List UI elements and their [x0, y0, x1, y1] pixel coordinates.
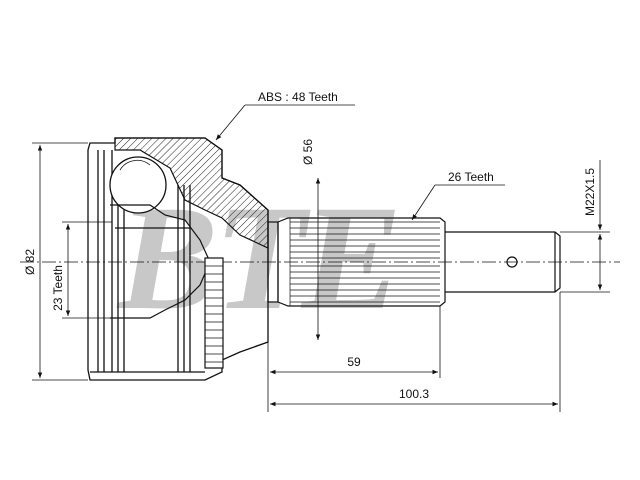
label-overall-diameter: Ø 82	[23, 249, 37, 275]
label-total-length: 100.3	[399, 387, 429, 401]
label-thread: M22X1.5	[583, 168, 597, 216]
label-shaft-length: 59	[347, 355, 361, 369]
dim-inner-teeth	[62, 221, 112, 319]
dim-thread	[560, 160, 610, 293]
abs-ring	[204, 257, 224, 369]
leader-abs	[215, 104, 355, 141]
thread-end	[445, 231, 561, 293]
spline-shaft	[267, 217, 446, 307]
label-abs: ABS : 48 Teeth	[258, 90, 338, 104]
leader-outer-teeth	[411, 184, 505, 221]
label-neck-diameter: Ø 56	[301, 139, 315, 165]
dim-total-length	[270, 292, 561, 412]
bell-housing	[87, 137, 269, 381]
ball	[109, 156, 167, 214]
dim-shaft-length	[267, 306, 441, 412]
section-hatch	[114, 137, 269, 249]
label-inner-teeth: 23 Teeth	[51, 265, 65, 311]
label-outer-teeth: 26 Teeth	[448, 170, 494, 184]
dim-overall-diameter	[32, 142, 88, 381]
